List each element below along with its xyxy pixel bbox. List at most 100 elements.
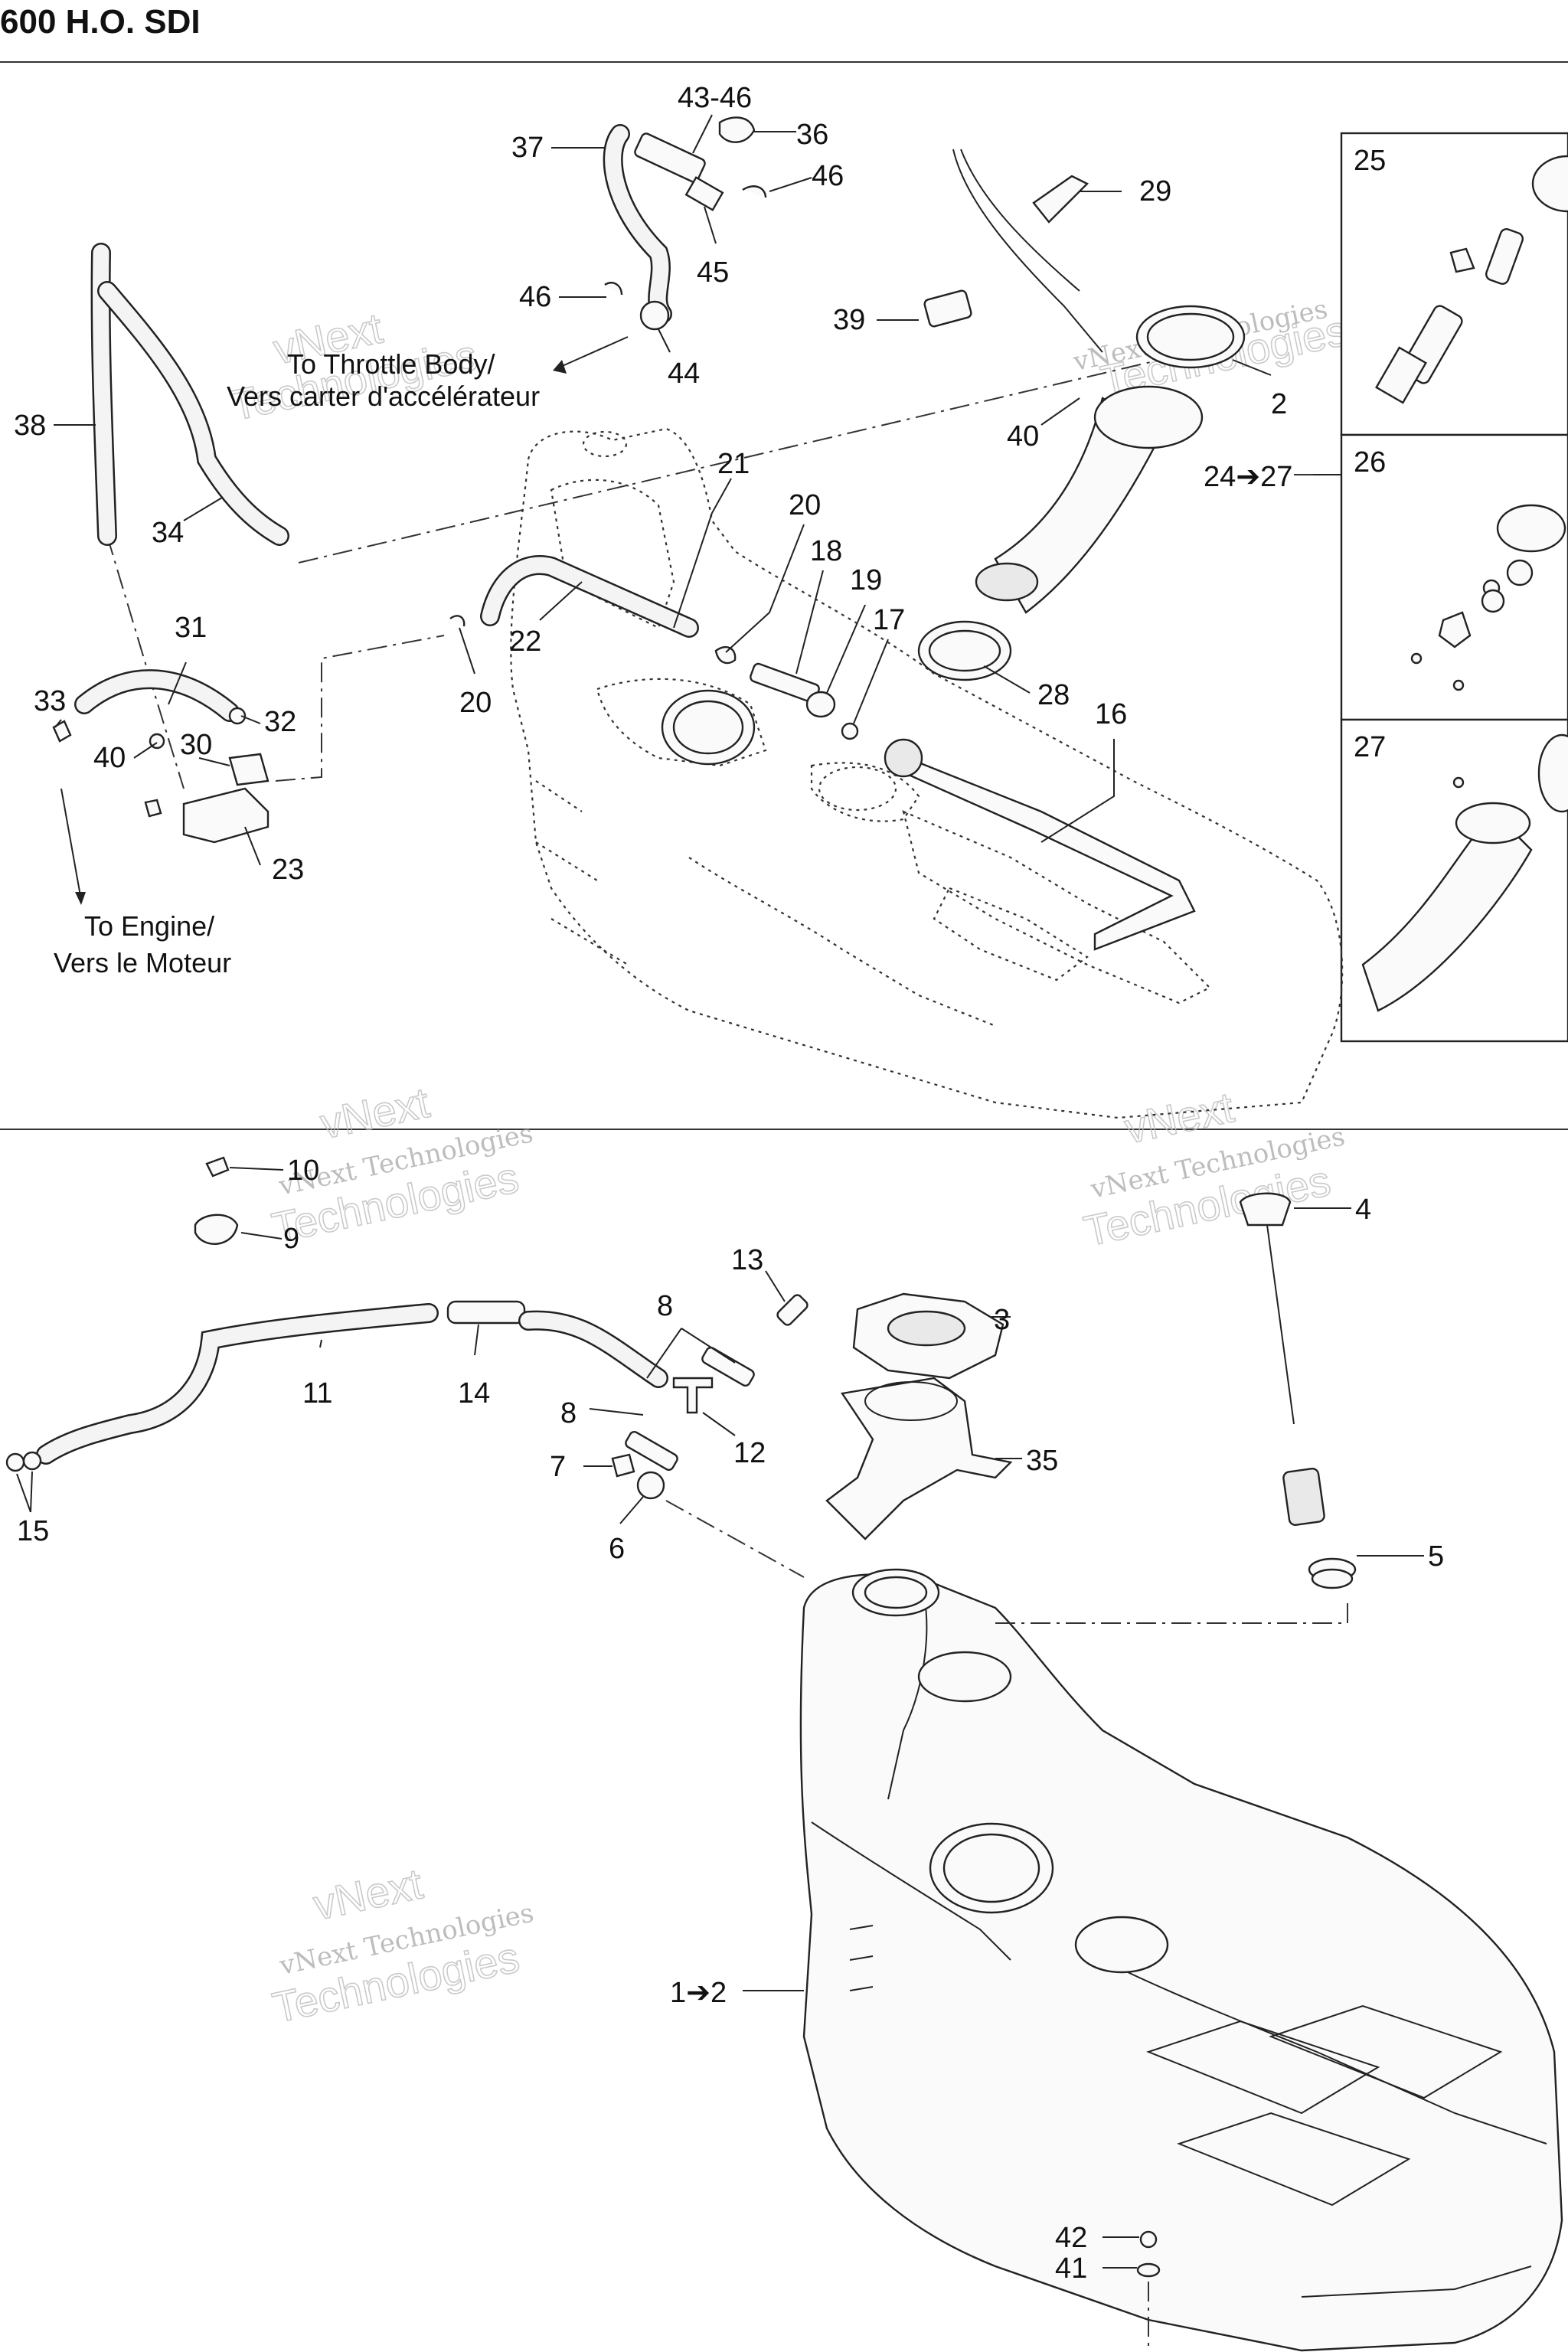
callout-46a: 46	[812, 160, 844, 192]
quick-connector	[634, 132, 706, 183]
clip-17	[841, 722, 859, 740]
fitting-13	[776, 1294, 808, 1326]
clip-46	[742, 185, 767, 198]
callout-39: 39	[833, 304, 865, 336]
level-sender-16	[887, 749, 1196, 951]
pickup-tube	[1361, 810, 1533, 1012]
callout-8a: 8	[657, 1290, 673, 1322]
inset-callouts: 25 26 27	[1354, 145, 1386, 763]
top-parts	[52, 116, 1246, 951]
note-engine-en: To Engine/	[84, 910, 214, 942]
pump-module-head	[1093, 385, 1204, 449]
top-callout-leaders	[54, 114, 1341, 866]
callout-18: 18	[810, 535, 842, 567]
elbow-7	[611, 1453, 635, 1478]
fuel-pump-end	[1375, 346, 1427, 404]
oring-large	[1496, 504, 1566, 553]
grommet-19	[805, 691, 836, 718]
float-4	[1282, 1467, 1325, 1527]
callout-17: 17	[873, 604, 905, 636]
part-29	[1032, 175, 1089, 224]
bottom-assembly-leaders	[665, 1500, 1348, 2352]
callout-30: 30	[180, 729, 212, 761]
inset-callout-26: 26	[1354, 446, 1386, 479]
callout-11: 11	[302, 1377, 332, 1410]
oring-small	[1506, 559, 1534, 586]
callout-36: 36	[796, 119, 828, 151]
inset-panels	[1340, 132, 1568, 1043]
callout-3: 3	[994, 1304, 1010, 1336]
valve-30	[228, 753, 270, 786]
small-nut	[1452, 679, 1465, 691]
clamp-44	[639, 300, 670, 331]
callout-2: 2	[1271, 388, 1287, 420]
pump-module-24-27	[994, 397, 1165, 614]
callout-41: 41	[1055, 2252, 1087, 2285]
callout-7: 7	[550, 1451, 566, 1483]
clamp-20b	[449, 615, 466, 627]
pump-line-b	[960, 149, 1080, 292]
clamp-32	[228, 707, 247, 725]
hose-8b	[625, 1430, 678, 1472]
callout-44: 44	[668, 358, 700, 390]
inset-callout-25: 25	[1354, 145, 1386, 177]
callout-32: 32	[264, 706, 296, 738]
callout-20a: 20	[789, 489, 821, 521]
bracket-35	[825, 1377, 1013, 1540]
callout-24-27: 24➔27	[1204, 461, 1292, 493]
vent-neck	[917, 1651, 1012, 1703]
callout-29: 29	[1139, 175, 1171, 207]
note-throttle-fr: Vers carter d'accélérateur	[227, 381, 540, 412]
sleeve-39	[923, 289, 972, 328]
title-divider	[0, 61, 1568, 63]
connector-45	[684, 176, 724, 211]
callout-34: 34	[152, 517, 184, 549]
callout-45: 45	[697, 256, 729, 289]
tee-12	[672, 1377, 714, 1414]
clamp-33	[52, 720, 72, 743]
check-valve-14	[446, 1300, 526, 1325]
callout-15: 15	[17, 1515, 49, 1547]
callout-9: 9	[283, 1223, 299, 1255]
pump-fitting	[1449, 247, 1475, 273]
section-divider	[0, 1129, 1568, 1130]
callout-1-2: 1➔2	[670, 1977, 727, 2009]
callout-38: 38	[14, 410, 46, 442]
callout-33: 33	[34, 685, 66, 717]
screw-10	[205, 1156, 230, 1178]
watermark-group: vNext Technologies vNext Technologies Te…	[226, 294, 1352, 2033]
grommet-6	[636, 1471, 665, 1500]
clamp-15a	[5, 1452, 25, 1472]
callout-16: 16	[1095, 698, 1127, 730]
callout-43-46: 43-46	[678, 82, 752, 114]
callout-6: 6	[609, 1533, 625, 1565]
callout-35: 35	[1026, 1445, 1058, 1477]
pickup-collar	[1455, 802, 1531, 844]
small-screw	[1410, 652, 1423, 665]
valve-fitting	[1438, 611, 1472, 648]
page-title: 600 H.O. SDI	[0, 3, 201, 41]
callout-5: 5	[1428, 1540, 1444, 1573]
bottom-fuel-tank	[799, 1568, 1563, 2352]
pump-outlet-hose	[1485, 228, 1524, 285]
washer	[1481, 589, 1505, 613]
callout-42: 42	[1055, 2222, 1087, 2254]
callout-13: 13	[731, 1244, 763, 1276]
valve-block-23	[182, 787, 270, 844]
inset-callout-27: 27	[1354, 731, 1386, 763]
callout-46b: 46	[519, 281, 551, 313]
clamp-20a	[714, 645, 737, 665]
callout-23: 23	[272, 854, 304, 886]
callout-4: 4	[1355, 1194, 1371, 1226]
clamp-15b	[22, 1451, 42, 1471]
pump-line-a	[952, 149, 1103, 353]
pickup-ring	[1537, 733, 1568, 813]
callout-12: 12	[733, 1437, 766, 1469]
callout-19: 19	[850, 564, 882, 596]
callout-14: 14	[458, 1377, 490, 1410]
bottom-callouts: 10 9 4 13 8 3 11 14 8 12 35 7 6 15 5 1➔2…	[17, 1155, 1444, 2285]
callout-37: 37	[511, 132, 544, 164]
top-callouts: 43-46 36 37 46 29 45 46 44 39 2 38 40 24…	[14, 82, 1292, 886]
callout-31: 31	[175, 612, 207, 644]
